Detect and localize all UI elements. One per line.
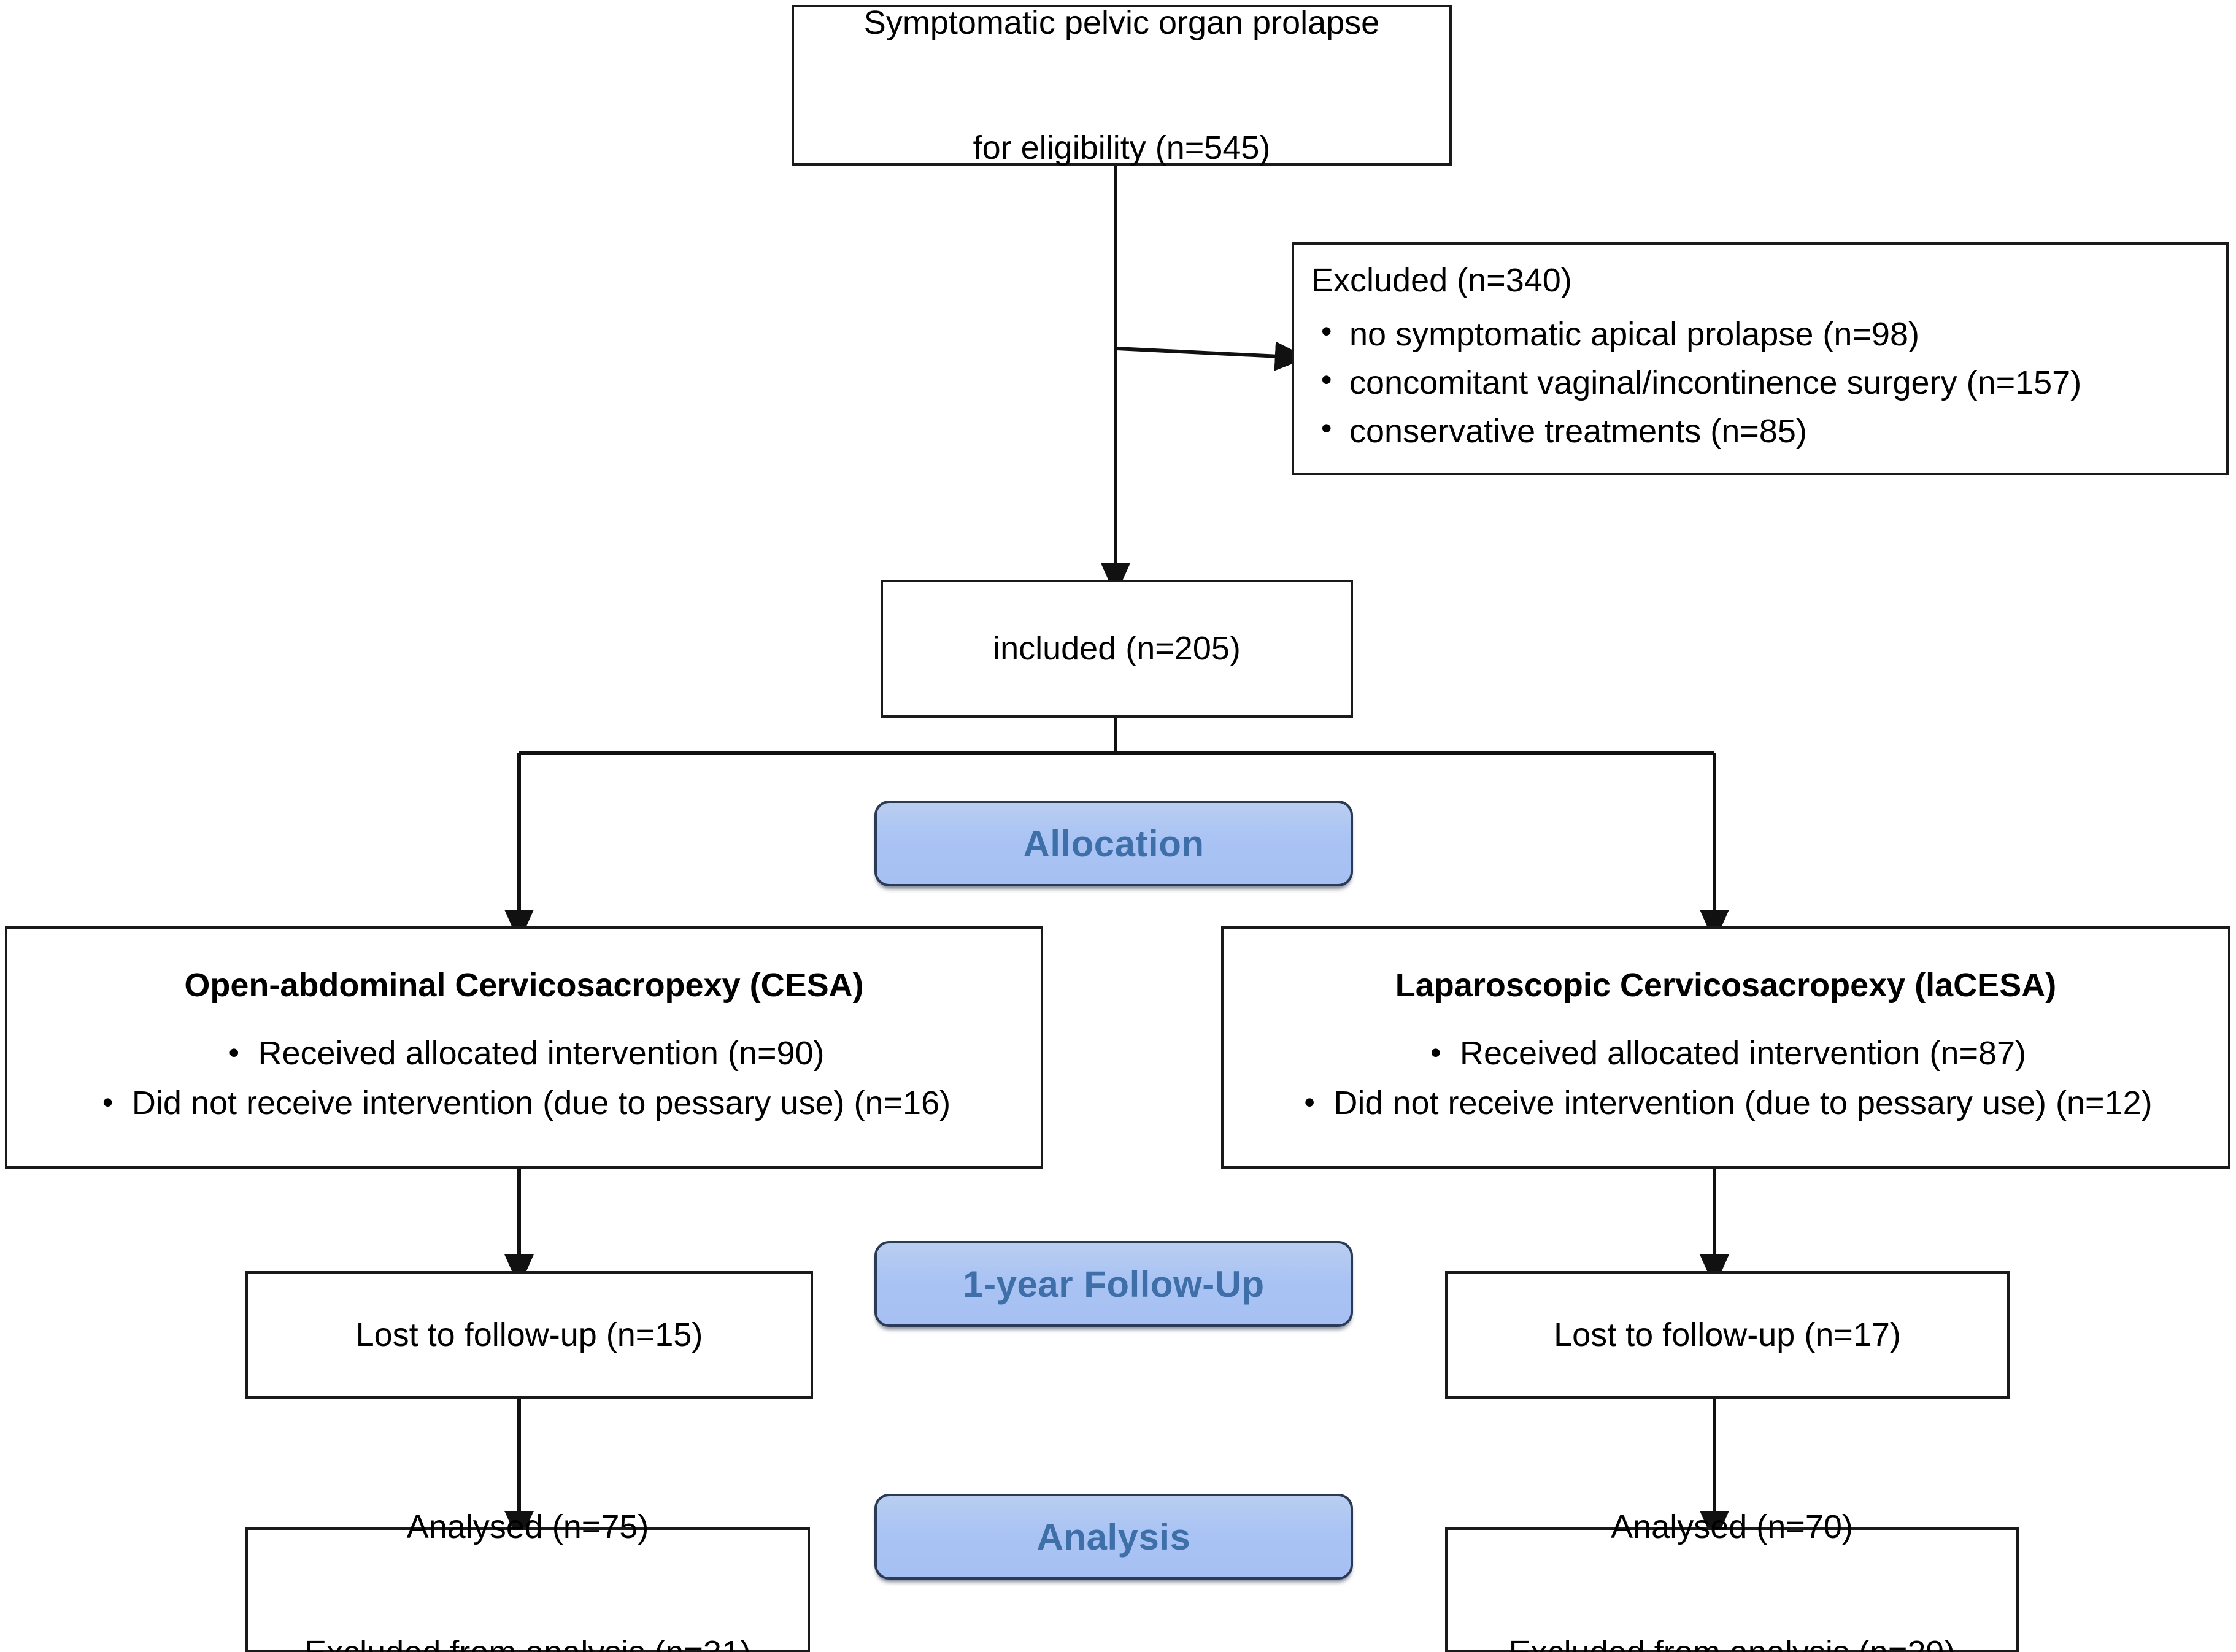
analysed-right-line-2: Excluded from analysis (n=29) (1509, 1632, 1956, 1652)
analysed-left-line-1: Analysed (n=75) (406, 1508, 649, 1546)
lost-left-label: Lost to follow-up (n=15) (355, 1316, 703, 1353)
stage-badge-followup: 1-year Follow-Up (874, 1241, 1353, 1327)
eligibility-text: Symptomatic pelvic organ prolapse for el… (864, 0, 1379, 252)
node-arm-right: Laparoscopic Cervicosacropexy (laCESA) R… (1221, 926, 2230, 1169)
excluded-heading: Excluded (n=340) (1311, 262, 1572, 299)
node-analysed-right: Analysed (n=70) Excluded from analysis (… (1445, 1508, 2019, 1652)
node-lost-right: Lost to follow-up (n=17) (1445, 1271, 2010, 1399)
stage-badge-allocation: Allocation (874, 801, 1353, 886)
list-item: Did not receive intervention (due to pes… (1230, 1081, 2222, 1124)
arm-right-item-0-label: Received allocated intervention (n=87) (1425, 1035, 2026, 1072)
stage-badge-analysis: Analysis (874, 1494, 1353, 1580)
stage-badge-allocation-label: Allocation (1023, 823, 1205, 864)
stage-badge-analysis-label: Analysis (1036, 1516, 1191, 1558)
arm-right-title: Laparoscopic Cervicosacropexy (laCESA) (1395, 967, 2057, 1004)
list-item: concomitant vaginal/incontinence surgery… (1311, 360, 2209, 404)
list-item: conservative treatments (n=85) (1311, 409, 2209, 453)
list-item: no symptomatic apical prolapse (n=98) (1311, 312, 2209, 356)
node-excluded: Excluded (n=340) no symptomatic apical p… (1292, 242, 2229, 475)
analysed-left-text: Analysed (n=75) Excluded from analysis (… (304, 1423, 751, 1652)
analysed-left-line-2: Excluded from analysis (n=31) (304, 1632, 751, 1652)
arm-left-title: Open-abdominal Cervicosacropexy (CESA) (184, 967, 864, 1004)
arm-left-item-list: Received allocated intervention (n=90) D… (16, 1026, 1032, 1130)
node-eligibility: Symptomatic pelvic organ prolapse for el… (792, 4, 1452, 166)
node-arm-left: Open-abdominal Cervicosacropexy (CESA) R… (5, 926, 1043, 1169)
node-included: included (n=205) (881, 580, 1353, 718)
analysed-right-line-1: Analysed (n=70) (1611, 1508, 1853, 1546)
arm-right-item-1-label: Did not receive intervention (due to pes… (1299, 1085, 2152, 1121)
list-item: Received allocated intervention (n=90) (16, 1032, 1032, 1075)
eligibility-line-2: for eligibility (n=545) (973, 129, 1271, 167)
included-label: included (n=205) (993, 630, 1241, 667)
arm-right-item-list: Received allocated intervention (n=87) D… (1230, 1026, 2222, 1130)
edge-eligibility-to-excluded (1116, 341, 1308, 371)
arm-left-item-0-label: Received allocated intervention (n=90) (223, 1035, 824, 1072)
lost-right-label: Lost to follow-up (n=17) (1554, 1316, 1901, 1353)
stage-badge-followup-label: 1-year Follow-Up (963, 1263, 1265, 1305)
node-analysed-left: Analysed (n=75) Excluded from analysis (… (245, 1508, 810, 1652)
eligibility-line-1: Symptomatic pelvic organ prolapse (863, 4, 1380, 41)
analysed-right-text: Analysed (n=70) Excluded from analysis (… (1509, 1423, 1956, 1652)
node-lost-left: Lost to follow-up (n=15) (245, 1271, 813, 1399)
list-item: Received allocated intervention (n=87) (1230, 1032, 2222, 1075)
arm-left-item-1-label: Did not receive intervention (due to pes… (98, 1085, 950, 1121)
excluded-reason-list: no symptomatic apical prolapse (n=98) co… (1311, 307, 2209, 459)
list-item: Did not receive intervention (due to pes… (16, 1081, 1032, 1124)
